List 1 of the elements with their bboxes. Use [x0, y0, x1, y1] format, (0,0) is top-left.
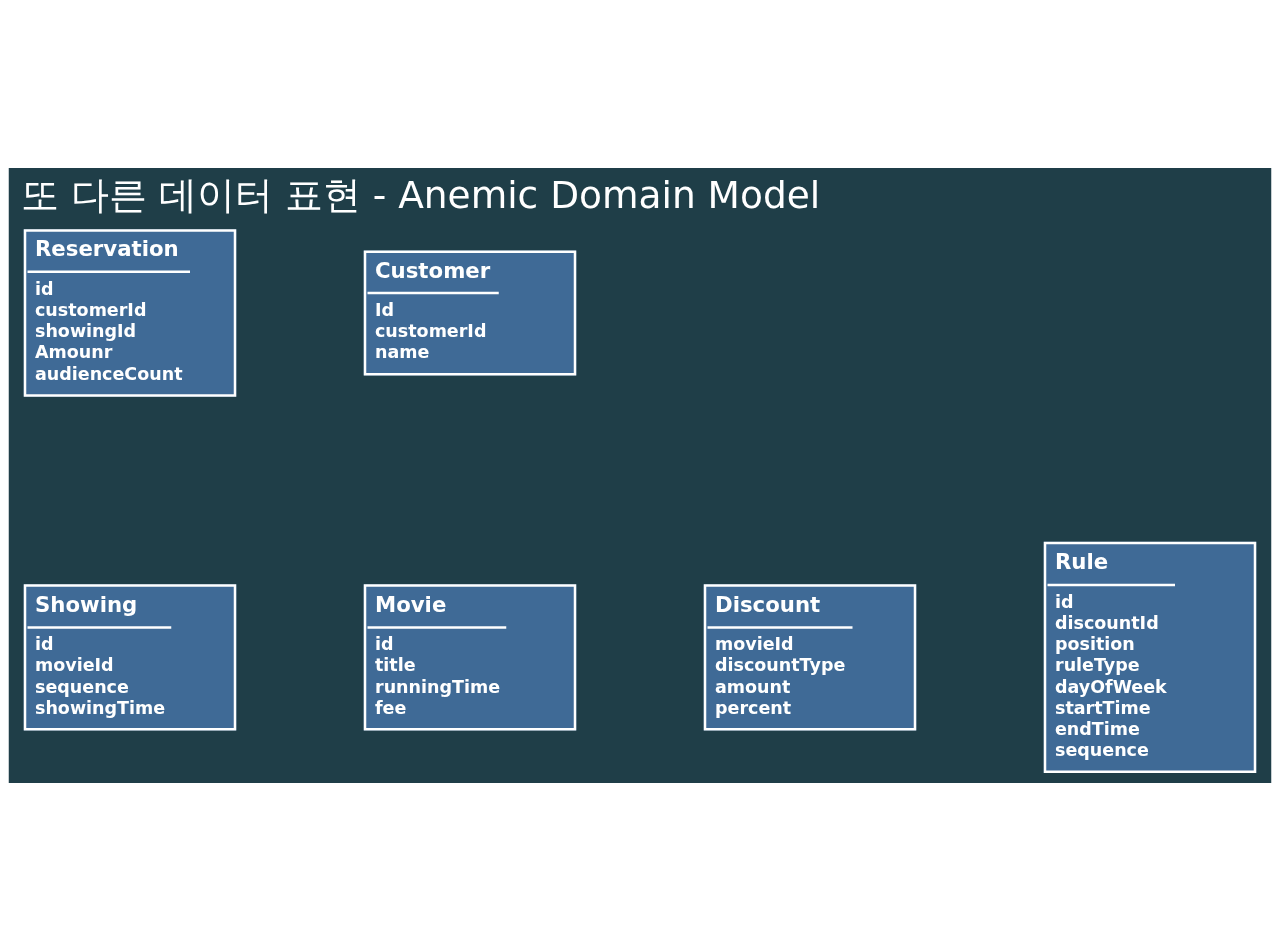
diagram-title: 또 다른 데이터 표현 - Anemic Domain Model: [21, 173, 821, 217]
